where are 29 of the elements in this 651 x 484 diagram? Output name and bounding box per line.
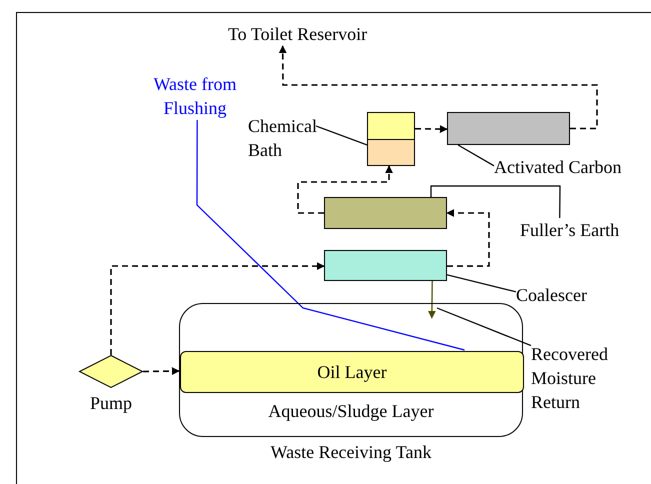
chemical-bath-tank <box>367 112 415 166</box>
inflow-line <box>428 281 436 319</box>
flow-arrow <box>142 367 180 376</box>
flow-arrow <box>297 165 394 214</box>
pump-diamond <box>79 355 143 388</box>
flow-arrow <box>414 125 448 134</box>
part-label: Chemical Bath <box>248 114 316 162</box>
part-label: Activated Carbon <box>494 155 649 179</box>
coalescer-unit <box>324 250 447 281</box>
flow-arrow <box>110 262 325 355</box>
leader-line <box>316 125 368 146</box>
flow-arrow <box>278 45 598 130</box>
inflow-label: Waste from Flushing <box>140 72 250 120</box>
oil-layer: Oil Layer <box>180 351 524 393</box>
leader-line <box>430 185 561 218</box>
part-label: Recovered Moisture Return <box>531 342 631 414</box>
leader-line <box>446 274 516 292</box>
flow-arrow <box>446 209 490 267</box>
destination-label: To Toilet Reservoir <box>205 22 390 44</box>
layer-label: Aqueous/Sludge Layer <box>267 400 435 422</box>
carbon-filter <box>447 112 570 145</box>
part-label: Coalescer <box>516 283 606 305</box>
earth-filter <box>324 197 447 229</box>
part-label: Fuller’s Earth <box>520 218 644 242</box>
leader-line <box>458 144 494 166</box>
receiving-tank <box>179 303 523 437</box>
inflow-line <box>196 120 465 351</box>
pump-label: Pump <box>88 392 133 415</box>
tank-label: Waste Receiving Tank <box>270 441 432 464</box>
